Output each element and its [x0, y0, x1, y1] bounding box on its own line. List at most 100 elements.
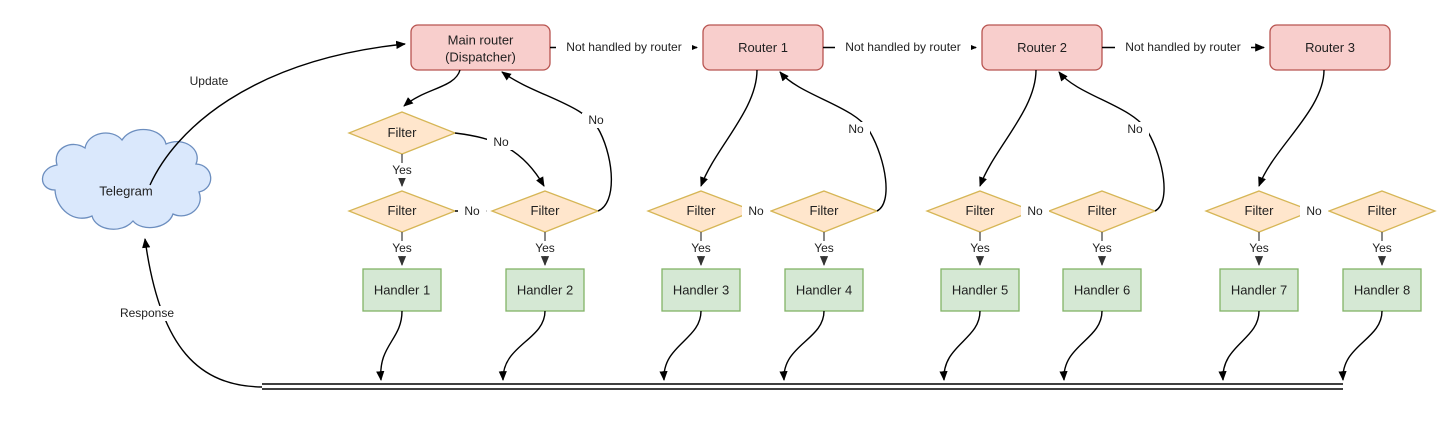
router-label-line1: Router 3	[1305, 40, 1355, 55]
edge-label-bg	[556, 40, 692, 55]
edge-label-bg	[1085, 241, 1119, 256]
edge-label-bg	[835, 40, 971, 55]
edge-label-bg	[684, 241, 718, 256]
filter-label: Filter	[1368, 203, 1398, 218]
filter-node-filter-a1[interactable]: Filter	[347, 190, 457, 233]
router-node-router-3[interactable]: Router 3	[1269, 24, 1391, 71]
handler-label: Handler 4	[796, 282, 852, 297]
handler-node-handler-5[interactable]: Handler 5	[940, 268, 1020, 312]
handler-label: Handler 8	[1354, 282, 1410, 297]
edge-handler6-to-bus	[1059, 310, 1103, 381]
edge-label-bg	[1115, 40, 1251, 55]
filter-label: Filter	[810, 203, 840, 218]
edge-label-yes-6: Yes	[970, 241, 990, 255]
router-label-line1: Router 2	[1017, 40, 1067, 55]
handler-label: Handler 7	[1231, 282, 1287, 297]
filter-label: Filter	[687, 203, 717, 218]
edge-label-bg	[842, 122, 870, 137]
handler-node-handler-4[interactable]: Handler 4	[784, 268, 864, 312]
edge-filter-b2-no-return	[779, 71, 887, 212]
filter-node-filter-c2[interactable]: Filter	[1047, 190, 1157, 233]
handler-box[interactable]	[940, 268, 1020, 312]
edge-handler2-to-bus	[498, 310, 546, 381]
handler-node-handler-8[interactable]: Handler 8	[1342, 268, 1422, 312]
router-box[interactable]	[1269, 24, 1391, 71]
edge-label-bg	[458, 204, 486, 219]
edge-label-bg	[582, 113, 610, 128]
edge-label-yes-3: Yes	[535, 241, 555, 255]
edge-label-bg	[528, 241, 562, 256]
router-node-router-2[interactable]: Router 2	[981, 24, 1103, 71]
edge-label-bg	[1021, 204, 1049, 219]
edge-label-no-b-inline: No	[748, 204, 764, 218]
handler-node-handler-2[interactable]: Handler 2	[505, 268, 585, 312]
router-node-main-router[interactable]: Main router (Dispatcher)	[410, 24, 551, 71]
edge-label-bg	[182, 74, 234, 89]
router-node-router-1[interactable]: Router 1	[702, 24, 824, 71]
handler-box[interactable]	[1342, 268, 1422, 312]
edge-label-no-c-return: No	[1127, 122, 1143, 136]
filter-label: Filter	[1245, 203, 1275, 218]
edge-label-not-handled-1: Not handled by router	[566, 40, 681, 54]
handler-node-handler-3[interactable]: Handler 3	[661, 268, 741, 312]
edge-label-yes-1: Yes	[392, 163, 412, 177]
router-label-line1: Router 1	[738, 40, 788, 55]
edge-label-yes-4: Yes	[691, 241, 711, 255]
edge-label-yes-5: Yes	[814, 241, 834, 255]
edge-router3-to-filter-d1	[1258, 69, 1325, 187]
filter-node-filter-d1[interactable]: Filter	[1204, 190, 1314, 233]
filter-label: Filter	[388, 203, 418, 218]
filter-node-filter-b2[interactable]: Filter	[769, 190, 879, 233]
handler-box[interactable]	[784, 268, 864, 312]
handler-box[interactable]	[661, 268, 741, 312]
edge-label-yes-9: Yes	[1372, 241, 1392, 255]
edge-label-bg	[385, 241, 419, 256]
edge-handler8-to-bus	[1338, 310, 1383, 381]
edge-update	[149, 40, 406, 186]
handler-box[interactable]	[1219, 268, 1299, 312]
filter-node-filter-a2[interactable]: Filter	[490, 190, 600, 233]
edge-label-response: Response	[120, 306, 174, 320]
filter-node-filter-b1[interactable]: Filter	[646, 190, 756, 233]
edge-handler3-to-bus	[659, 310, 702, 381]
edge-label-no-c-inline: No	[1027, 204, 1043, 218]
cloud-label: Telegram	[99, 183, 152, 198]
filter-node-filter-c1[interactable]: Filter	[925, 190, 1035, 233]
filter-node-filter-d2[interactable]: Filter	[1327, 190, 1437, 233]
filter-label: Filter	[1088, 203, 1118, 218]
edge-label-bg	[1300, 204, 1328, 219]
edge-router1-to-filter-b1	[700, 69, 758, 187]
edge-label-bg	[487, 135, 515, 150]
edge-label-not-handled-3: Not handled by router	[1125, 40, 1240, 54]
edge-label-bg	[111, 306, 183, 321]
edge-filter-a2-no-return	[501, 71, 613, 212]
handler-label: Handler 2	[517, 282, 573, 297]
edge-label-bg	[1242, 241, 1276, 256]
handler-node-handler-7[interactable]: Handler 7	[1219, 268, 1299, 312]
handler-label: Handler 6	[1074, 282, 1130, 297]
handler-node-handler-6[interactable]: Handler 6	[1062, 268, 1142, 312]
edge-label-no-b-return: No	[848, 122, 864, 136]
edge-main-to-filter-a0	[403, 69, 461, 107]
edge-router2-to-filter-c1	[979, 69, 1037, 187]
edge-handler7-to-bus	[1218, 310, 1260, 381]
edge-label-bg	[385, 163, 419, 178]
filter-node-filter-a0[interactable]: Filter	[347, 111, 457, 155]
edge-label-yes-7: Yes	[1092, 241, 1112, 255]
handler-label: Handler 5	[952, 282, 1008, 297]
filter-label: Filter	[388, 125, 418, 140]
edge-handler5-to-bus	[939, 310, 981, 381]
edge-label-yes-8: Yes	[1249, 241, 1269, 255]
edge-label-no-d-inline: No	[1306, 204, 1322, 218]
router-label-line1: Main router	[448, 32, 514, 47]
handler-node-handler-1[interactable]: Handler 1	[362, 268, 442, 312]
handler-box[interactable]	[1062, 268, 1142, 312]
cloud-shape	[41, 128, 212, 230]
handler-box[interactable]	[362, 268, 442, 312]
edge-label-bg	[1365, 241, 1399, 256]
edge-label-no-a-return: No	[588, 113, 604, 127]
handler-label: Handler 1	[374, 282, 430, 297]
edge-label-bg	[963, 241, 997, 256]
filter-label: Filter	[966, 203, 996, 218]
router-label-line2: (Dispatcher)	[445, 49, 516, 64]
